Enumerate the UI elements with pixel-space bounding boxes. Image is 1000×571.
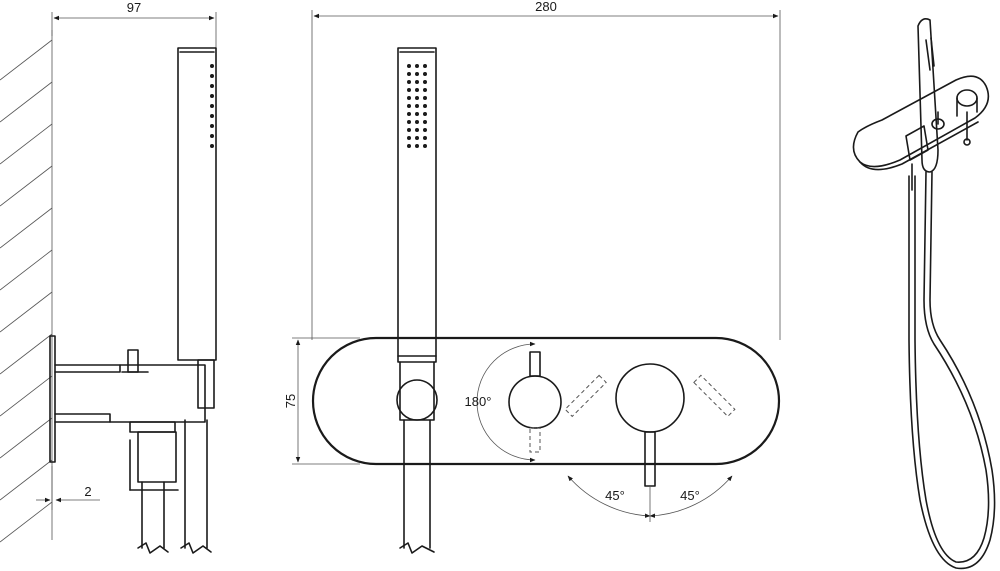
diverter-control: 180° — [465, 341, 562, 463]
wall-gap-label: 2 — [84, 484, 91, 499]
wall-hatching — [0, 30, 53, 543]
perspective-view — [852, 18, 996, 570]
side-cover-plate — [49, 335, 56, 463]
diverter-angle-label: 180° — [465, 394, 492, 409]
dimension-side-depth: 97 — [51, 0, 217, 48]
front-handshower — [396, 47, 438, 554]
spray-nozzles — [407, 64, 427, 148]
mixer-control: 45° 45° — [564, 363, 736, 522]
mixer-left-angle-label: 45° — [605, 488, 625, 503]
side-view: 97 — [0, 0, 217, 554]
perspective-plate — [852, 75, 990, 168]
dimension-wall-gap: 2 — [36, 466, 100, 510]
perspective-handshower — [917, 18, 939, 173]
front-cover-plate — [311, 336, 781, 466]
dimension-front-width: 280 — [311, 0, 781, 340]
plate-height-label: 75 — [283, 394, 298, 408]
side-depth-label: 97 — [127, 0, 141, 15]
front-width-label: 280 — [535, 0, 557, 14]
side-handshower — [177, 47, 217, 554]
front-view: 280 75 — [283, 0, 781, 554]
side-body — [54, 349, 206, 554]
dimension-plate-height: 75 — [283, 337, 360, 465]
perspective-hose — [908, 171, 996, 570]
mixer-right-angle-label: 45° — [680, 488, 700, 503]
